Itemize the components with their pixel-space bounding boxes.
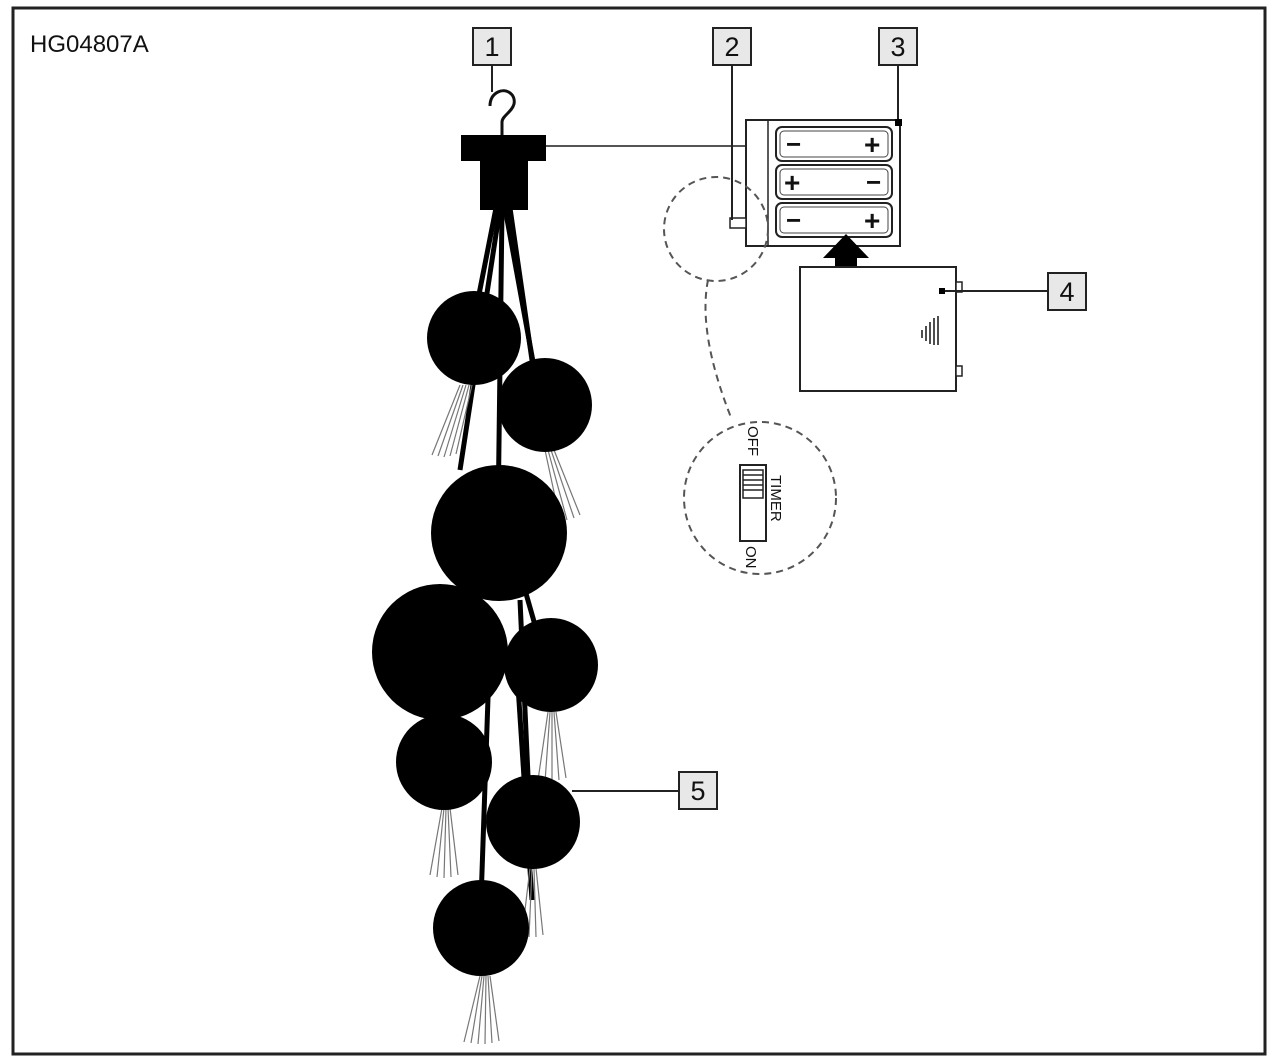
ball-2: [498, 358, 592, 452]
svg-text:4: 4: [1059, 277, 1074, 307]
battery-3: − +: [775, 202, 893, 238]
hanger-body: [480, 160, 528, 210]
light-string: [372, 89, 598, 1045]
switch-detail: OFF TIMER ON: [739, 426, 784, 569]
ball-7: [486, 775, 580, 869]
svg-text:2: 2: [724, 32, 739, 62]
ball-6: [396, 714, 492, 810]
battery-1: − +: [775, 126, 893, 162]
switch-zoom-source: [663, 176, 769, 282]
battery-cover: [799, 266, 963, 392]
callout-5: 5: [572, 771, 718, 810]
ball-8: [433, 880, 529, 976]
light-balls: [372, 291, 598, 976]
svg-text:−: −: [786, 129, 801, 159]
ball-3: [431, 465, 567, 601]
model-code: HG04807A: [30, 31, 149, 58]
hanger-hook: [488, 89, 516, 136]
battery-box: − + + − − +: [729, 119, 901, 247]
switch-on-label: ON: [742, 546, 759, 569]
callout-1: 1: [472, 27, 512, 92]
grip-ridges-icon: [921, 316, 939, 345]
callout-2: 2: [712, 27, 752, 220]
svg-text:1: 1: [484, 32, 499, 62]
switch-timer-label: TIMER: [767, 475, 784, 522]
switch-zoom-connector: [704, 279, 733, 421]
switch-off-label: OFF: [744, 426, 761, 456]
svg-text:−: −: [866, 167, 881, 197]
ball-1: [427, 291, 521, 385]
battery-box-switch-nub: [729, 217, 747, 229]
slide-switch-knob: [742, 469, 764, 499]
diagram-border: [11, 6, 1267, 1056]
svg-text:+: +: [864, 205, 880, 236]
svg-text:+: +: [864, 129, 880, 160]
ball-5: [504, 618, 598, 712]
callout-4: 4: [939, 272, 1087, 311]
svg-text:5: 5: [690, 776, 705, 806]
hanger-top-bar: [461, 135, 546, 161]
tassels: [429, 384, 581, 1045]
ball-4: [372, 584, 508, 720]
battery-2: + −: [775, 164, 893, 200]
svg-text:−: −: [786, 205, 801, 235]
svg-text:3: 3: [890, 32, 905, 62]
callout-3: 3: [878, 27, 918, 126]
insert-arrow-icon: [823, 234, 869, 284]
svg-text:+: +: [784, 167, 800, 198]
